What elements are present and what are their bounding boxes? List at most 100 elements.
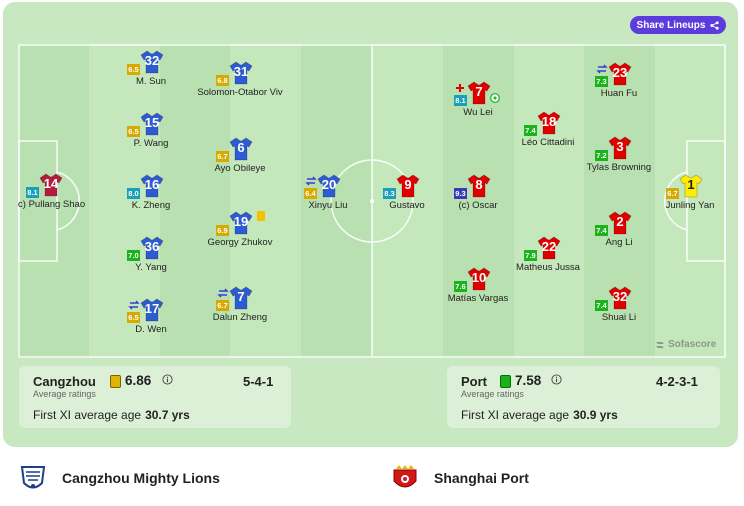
player-rating: 9.3 xyxy=(454,188,467,199)
share-icon xyxy=(710,20,720,30)
shirt-number: 6 xyxy=(237,140,245,155)
away-team-link[interactable]: Shanghai Port xyxy=(390,462,529,494)
shanghai-port-crest-icon xyxy=(393,465,417,488)
shirt-number: 19 xyxy=(233,214,249,229)
shirt-icon xyxy=(229,61,253,85)
player-name: Gustavo xyxy=(389,200,425,211)
away-avg-label: Average ratings xyxy=(461,389,524,399)
player-name: P. Wang xyxy=(133,138,169,149)
player-rating: 6.5 xyxy=(127,64,140,75)
shirt-icon xyxy=(608,62,632,86)
pitch-markings xyxy=(18,44,726,358)
shirt-number: 9 xyxy=(404,177,412,192)
home-team-full-name: Cangzhou Mighty Lions xyxy=(62,470,220,486)
shirt-number: 8 xyxy=(475,177,483,192)
shirt-icon xyxy=(140,112,164,136)
player-name: Matheus Jussa xyxy=(516,262,580,273)
shirt-number: 20 xyxy=(321,177,337,192)
player-name: Huan Fu xyxy=(600,88,638,99)
share-label: Share Lineups xyxy=(636,19,706,31)
player-name: Solomon-Otabor Viv xyxy=(197,87,283,98)
away-team-full-name: Shanghai Port xyxy=(434,470,529,486)
shirt-number: 2 xyxy=(616,214,624,229)
substitution-icon xyxy=(596,64,608,74)
shirt-icon xyxy=(679,174,703,198)
player-name: M. Sun xyxy=(135,76,167,87)
player-name: K. Zheng xyxy=(131,200,171,211)
player-name: Dalun Zheng xyxy=(212,312,268,323)
home-avg-rating: 6.86 xyxy=(125,373,152,388)
cangzhou-crest-icon xyxy=(20,466,46,489)
player-rating: 6.4 xyxy=(304,188,317,199)
shirt-number: 23 xyxy=(612,65,628,80)
player-name: (c) Oscar xyxy=(458,200,498,211)
sofascore-watermark: Sofascore xyxy=(655,339,716,350)
away-rating-badge xyxy=(500,375,511,388)
player-rating: 8.1 xyxy=(454,95,467,106)
player-name: (c) Pullang Shao xyxy=(18,199,86,210)
shirt-number: 1 xyxy=(687,177,695,192)
shirt-icon xyxy=(140,174,164,198)
share-lineups-button[interactable]: Share Lineups xyxy=(630,16,726,34)
info-icon[interactable] xyxy=(551,374,562,385)
home-avg-age: 30.7 yrs xyxy=(145,408,190,422)
shirt-icon xyxy=(229,137,253,161)
player-name: Georgy Zhukov xyxy=(207,237,273,248)
shirt-icon xyxy=(608,211,632,235)
player-name: Shuai Li xyxy=(601,312,637,323)
shirt-icon xyxy=(140,50,164,74)
home-avg-label: Average ratings xyxy=(33,389,96,399)
substitution-icon xyxy=(128,300,140,310)
shirt-icon xyxy=(537,111,561,135)
player-name: Xinyu Liu xyxy=(308,200,348,211)
shirt-number: 32 xyxy=(144,53,160,68)
away-avg-rating: 7.58 xyxy=(515,373,542,388)
goal-ball-icon xyxy=(490,93,500,103)
home-team-name: Cangzhou xyxy=(33,374,96,389)
shirt-icon xyxy=(467,174,491,198)
shirt-number: 7 xyxy=(237,289,245,304)
player-name: Junling Yan xyxy=(665,200,715,211)
player-rating: 7.4 xyxy=(595,300,608,311)
player-rating: 7.6 xyxy=(454,281,467,292)
player-name: Ang Li xyxy=(605,237,633,248)
shirt-icon xyxy=(39,173,63,197)
home-summary-panel: Cangzhou 6.86 5-4-1 Average ratings Firs… xyxy=(19,366,291,428)
player-name: Y. Yang xyxy=(135,262,167,273)
shirt-number: 36 xyxy=(144,239,160,254)
shirt-icon xyxy=(396,174,420,198)
player-rating: 7.0 xyxy=(127,250,140,261)
player-rating: 8.0 xyxy=(127,188,140,199)
shirt-number: 22 xyxy=(541,239,557,254)
home-team-link[interactable]: Cangzhou Mighty Lions xyxy=(18,462,220,494)
player-rating: 7.4 xyxy=(524,125,537,136)
player-name: Léo Cittadini xyxy=(521,137,575,148)
player-rating: 8.1 xyxy=(26,187,39,198)
player-rating: 6.8 xyxy=(216,75,229,86)
sofascore-logo-icon xyxy=(656,341,664,348)
player-name: Ayo Obileye xyxy=(214,163,266,174)
yellow-card-icon xyxy=(257,211,265,221)
away-avg-age: 30.9 yrs xyxy=(573,408,618,422)
shirt-icon xyxy=(229,286,253,310)
shirt-number: 31 xyxy=(233,64,249,79)
player-name: Tylas Browning xyxy=(586,162,652,173)
player-name: D. Wen xyxy=(135,324,167,335)
shirt-icon xyxy=(467,267,491,291)
player-rating: 6.5 xyxy=(127,126,140,137)
player-rating: 7.4 xyxy=(595,225,608,236)
shirt-icon xyxy=(467,81,491,105)
shirt-number: 18 xyxy=(541,114,557,129)
shirt-number: 10 xyxy=(471,270,487,285)
shirt-number: 14 xyxy=(43,176,59,191)
shirt-number: 15 xyxy=(144,115,160,130)
away-summary-panel: Port 7.58 4-2-3-1 Average ratings First … xyxy=(447,366,720,428)
away-team-name: Port xyxy=(461,374,487,389)
info-icon[interactable] xyxy=(162,374,173,385)
shirt-icon xyxy=(608,286,632,310)
shirt-icon xyxy=(229,211,253,235)
